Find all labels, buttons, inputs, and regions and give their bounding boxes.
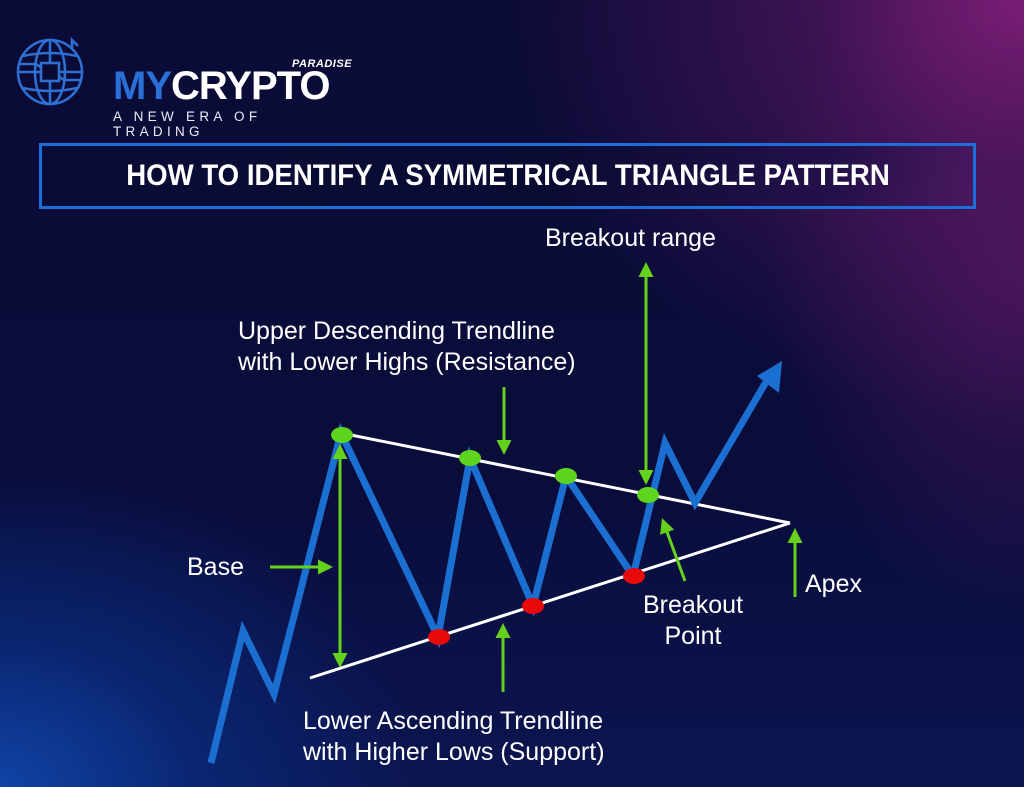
brand-superscript: PARADISE — [292, 58, 353, 70]
upper-trendline-label: Upper Descending Trendline with Lower Hi… — [238, 316, 576, 378]
breakout-up-arrowhead — [757, 361, 782, 393]
brand-name-crypto: CRYPTO — [171, 64, 330, 108]
brand-name: MYCRYPTO — [113, 64, 330, 108]
high-marker — [331, 427, 353, 443]
apex-label: Apex — [805, 570, 862, 598]
breakout-point-label: Breakout Point — [630, 590, 756, 652]
breakout-point-label-line2: Point — [664, 622, 722, 650]
globe-circuit-icon — [16, 36, 84, 106]
lower-trendline-label-line1: Lower Ascending Trendline — [303, 707, 604, 735]
page-title: HOW TO IDENTIFY A SYMMETRICAL TRIANGLE P… — [125, 159, 890, 192]
breakout-point-pointer-arrow — [660, 518, 687, 582]
high-marker — [459, 450, 481, 466]
low-marker — [623, 568, 645, 584]
price-path — [207, 380, 770, 764]
low-marker — [522, 598, 544, 614]
lower-trendline-label-line2: with Higher Lows (Support) — [303, 738, 605, 766]
brand-name-my: MY — [113, 64, 172, 108]
breakout-point-label-line1: Breakout — [642, 591, 744, 619]
breakout-range-label: Breakout range — [545, 224, 716, 252]
high-marker — [555, 468, 577, 484]
brand-tagline: A NEW ERA OF TRADING — [113, 109, 262, 139]
upper-trendline-label-line2: with Lower Highs (Resistance) — [238, 348, 576, 376]
title-banner: HOW TO IDENTIFY A SYMMETRICAL TRIANGLE P… — [39, 143, 976, 209]
breakout-point-marker — [637, 487, 659, 503]
low-marker — [428, 629, 450, 645]
lower-trendline-label: Lower Ascending Trendline with Higher Lo… — [303, 706, 605, 768]
brand-logo: PARADISE MYCRYPTO A NEW ERA OF TRADING — [10, 30, 353, 139]
upper-trendline-label-line1: Upper Descending Trendline — [238, 317, 555, 345]
lower-trendline — [309, 521, 791, 680]
base-label: Base — [187, 553, 244, 581]
